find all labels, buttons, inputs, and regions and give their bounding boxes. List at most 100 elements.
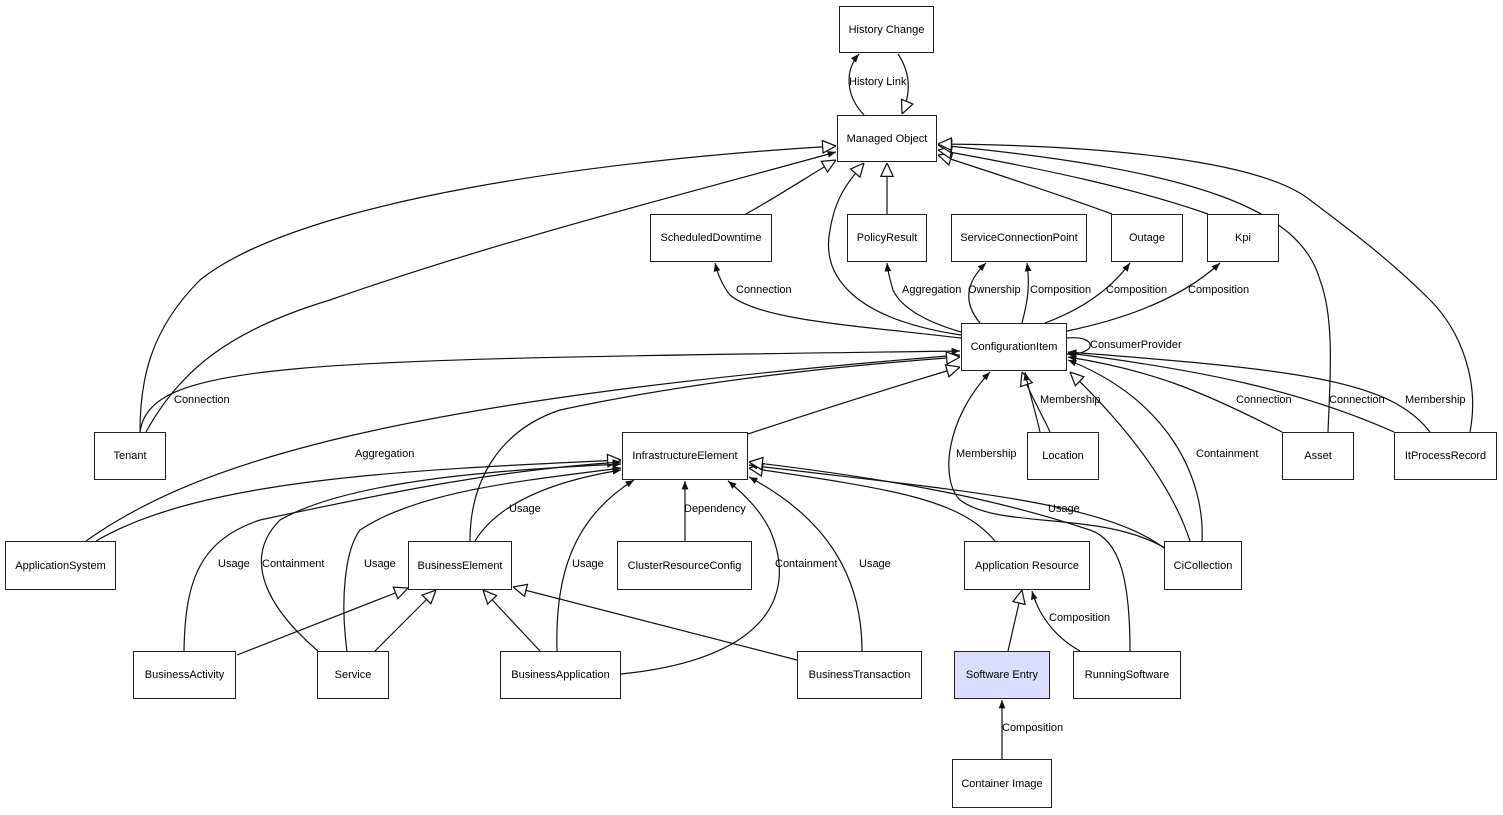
edge-business-transaction-to-infrastructure-element-association	[748, 476, 863, 652]
node-label: CiCollection	[1173, 559, 1233, 572]
edge-label: Usage	[1048, 503, 1080, 515]
edge-running-software-to-application-resource-association	[1030, 590, 1081, 652]
edge-outage-to-managed-object-inheritance	[938, 155, 1113, 215]
edge-ci-collection-to-configuration-item-inheritance	[1070, 372, 1191, 542]
node-application-system[interactable]: ApplicationSystem	[5, 541, 116, 590]
edge-application-resource-to-infrastructure-element-inheritance	[749, 468, 996, 542]
edge-label: Usage	[364, 558, 396, 570]
node-software-entry[interactable]: Software Entry	[954, 651, 1050, 699]
edge-scheduled-downtime-to-managed-object-inheritance	[745, 160, 836, 215]
edge-business-element-to-configuration-item-inheritance	[469, 357, 960, 542]
edge-tenant-to-managed-object-association	[145, 151, 837, 433]
edge-service-to-infrastructure-element-association	[343, 465, 622, 652]
edge-configuration-item-to-scheduled-downtime-association	[713, 262, 962, 339]
edge-history-change-to-managed-object-inheritance	[897, 53, 908, 114]
edges-layer	[85, 53, 1474, 759]
edge-tenant-to-configuration-item-association	[139, 347, 961, 433]
node-policy-result[interactable]: PolicyResult	[847, 214, 927, 262]
edge-business-application-to-business-element-inheritance	[483, 590, 541, 652]
edge-label: Containment	[775, 558, 838, 570]
edge-label: Usage	[859, 558, 891, 570]
node-label: ServiceConnectionPoint	[960, 232, 1078, 244]
node-label: ScheduledDowntime	[660, 232, 762, 244]
edge-configuration-item-to-managed-object-inheritance	[828, 163, 962, 336]
edge-ci-collection-to-configuration-item-association	[1067, 359, 1203, 542]
edge-kpi-to-managed-object-inheritance	[938, 150, 1209, 215]
edge-label: Usage	[218, 558, 250, 570]
node-infrastructure-element[interactable]: InfrastructureElement	[622, 432, 748, 480]
edge-label: Connection	[1236, 394, 1292, 406]
node-kpi[interactable]: Kpi	[1207, 214, 1279, 262]
node-managed-object[interactable]: Managed Object	[837, 115, 937, 162]
edge-ci-collection-to-infrastructure-element-association	[748, 462, 1165, 549]
edge-label: Containment	[1196, 448, 1259, 460]
edge-label: Composition	[1106, 284, 1168, 296]
node-business-application[interactable]: BusinessApplication	[500, 651, 621, 699]
node-it-process-record[interactable]: ItProcessRecord	[1394, 432, 1497, 480]
edge-configuration-item-to-configuration-item-association	[1066, 337, 1091, 358]
edge-application-system-to-infrastructure-element-inheritance	[95, 460, 621, 542]
edge-application-system-to-configuration-item-association	[85, 352, 961, 542]
edge-label: History Link	[849, 76, 907, 88]
node-container-image[interactable]: Container Image	[952, 759, 1052, 808]
node-service[interactable]: Service	[317, 651, 389, 699]
edge-service-to-infrastructure-element-association	[260, 461, 622, 652]
edge-it-process-record-to-managed-object-inheritance	[938, 144, 1474, 433]
edge-running-software-to-infrastructure-element-inheritance	[749, 462, 1131, 652]
edge-business-application-to-infrastructure-element-association	[556, 479, 635, 652]
node-service-connection-point[interactable]: ServiceConnectionPoint	[951, 214, 1087, 262]
edge-ci-collection-to-configuration-item-association	[948, 371, 1166, 549]
edge-business-element-to-infrastructure-element-association	[474, 468, 622, 542]
edge-asset-to-configuration-item-association	[1067, 354, 1283, 433]
node-label: Container Image	[961, 777, 1043, 790]
node-scheduled-downtime[interactable]: ScheduledDowntime	[650, 214, 772, 262]
node-location[interactable]: Location	[1027, 432, 1099, 480]
node-label: BusinessTransaction	[808, 669, 911, 681]
node-label: ItProcessRecord	[1404, 450, 1487, 462]
edge-label: Connection	[174, 394, 230, 406]
node-configuration-item[interactable]: ConfigurationItem	[961, 323, 1067, 371]
node-tenant[interactable]: Tenant	[94, 432, 166, 480]
node-label: InfrastructureElement	[632, 450, 738, 462]
edge-configuration-item-to-policy-result-association	[884, 262, 962, 333]
node-label: Software Entry	[965, 669, 1039, 681]
node-label: BusinessActivity	[144, 669, 225, 681]
node-label: BusinessApplication	[511, 669, 610, 681]
edge-label: Aggregation	[902, 284, 962, 296]
edge-label: Composition	[1188, 284, 1250, 296]
edge-configuration-item-to-kpi-association	[1066, 262, 1221, 332]
node-business-activity[interactable]: BusinessActivity	[133, 651, 236, 699]
node-label: BusinessElement	[417, 559, 503, 572]
edge-label: Composition	[1030, 284, 1092, 296]
node-label: RunningSoftware	[1084, 669, 1170, 681]
edge-managed-object-to-history-change-association	[848, 53, 865, 116]
edge-it-process-record-to-configuration-item-association	[1067, 350, 1395, 433]
node-ci-collection[interactable]: CiCollection	[1164, 541, 1242, 590]
edge-label: Dependency	[684, 503, 746, 515]
node-history-change[interactable]: History Change	[839, 6, 934, 53]
edge-label: Composition	[1049, 612, 1111, 624]
edge-location-to-configuration-item-association	[1023, 371, 1041, 433]
node-label: ConfigurationItem	[970, 341, 1058, 353]
node-label: Application Resource	[975, 559, 1079, 572]
node-label: ApplicationSystem	[15, 559, 106, 572]
node-outage[interactable]: Outage	[1111, 214, 1183, 262]
edge-tenant-to-managed-object-inheritance	[139, 146, 836, 433]
node-business-element[interactable]: BusinessElement	[408, 541, 512, 590]
edge-label: Aggregation	[355, 448, 415, 460]
edge-software-entry-to-application-resource-inheritance	[1007, 590, 1022, 652]
edge-service-to-business-element-inheritance	[374, 590, 436, 652]
edge-label: Composition	[1002, 722, 1064, 734]
node-running-software[interactable]: RunningSoftware	[1073, 651, 1181, 699]
node-label: Location	[1042, 450, 1084, 462]
edge-label: Connection	[736, 284, 792, 296]
node-asset[interactable]: Asset	[1282, 432, 1354, 480]
edge-business-transaction-to-business-element-inheritance	[513, 587, 798, 661]
node-cluster-resource-config[interactable]: ClusterResourceConfig	[617, 541, 752, 590]
node-label: Kpi	[1235, 232, 1251, 244]
node-application-resource[interactable]: Application Resource	[964, 541, 1090, 590]
edge-business-application-to-infrastructure-element-association	[620, 480, 780, 675]
edge-it-process-record-to-configuration-item-association	[1067, 349, 1431, 433]
node-business-transaction[interactable]: BusinessTransaction	[797, 651, 922, 699]
